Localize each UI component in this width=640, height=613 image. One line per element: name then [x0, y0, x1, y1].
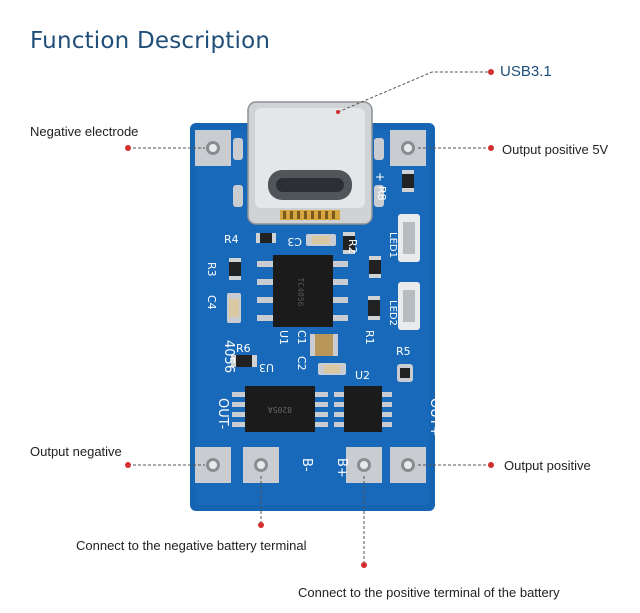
usb-c-connector — [247, 101, 373, 225]
silkscreen-labels: R8 + R4 C3 R2 R3 C4 LED1 LED2 R1 R5 U1 C… — [205, 172, 442, 478]
chip-u1: TC4056 — [257, 255, 348, 327]
svg-text:LED2: LED2 — [387, 300, 398, 326]
svg-text:U3: U3 — [259, 361, 274, 374]
svg-text:R6: R6 — [236, 342, 251, 355]
svg-text:B+: B+ — [334, 458, 349, 478]
svg-text:C1: C1 — [295, 330, 308, 345]
chip-u3: 8205A — [232, 386, 328, 432]
svg-text:OUT-: OUT- — [215, 398, 230, 429]
svg-text:R1: R1 — [363, 330, 376, 345]
pad-output-positive-5v — [390, 130, 426, 166]
svg-text:C3: C3 — [287, 235, 302, 248]
svg-text:+: + — [373, 172, 387, 182]
pad-out-plus — [390, 447, 426, 483]
svg-text:OUT+: OUT+ — [427, 398, 442, 437]
svg-text:C2: C2 — [295, 356, 308, 371]
leader-dots — [125, 69, 494, 568]
svg-text:8205A: 8205A — [268, 405, 292, 414]
svg-text:U1: U1 — [277, 330, 290, 345]
chip-u2 — [334, 386, 392, 432]
pad-negative-electrode — [195, 130, 231, 166]
leader-lines — [128, 71, 490, 562]
label-battery-negative: Connect to the negative battery terminal — [76, 538, 307, 553]
svg-text:R2: R2 — [346, 239, 359, 254]
label-output-positive: Output positive — [504, 458, 591, 473]
svg-text:B-: B- — [299, 458, 314, 472]
svg-text:R8: R8 — [375, 186, 388, 201]
svg-text:U2: U2 — [355, 369, 370, 382]
svg-text:LED1: LED1 — [387, 232, 398, 258]
svg-text:R4: R4 — [224, 233, 239, 246]
svg-text:TC4056: TC4056 — [296, 278, 305, 307]
label-usb: USB3.1 — [500, 63, 552, 80]
smd-parts — [227, 170, 414, 382]
label-output-negative: Output negative — [30, 444, 122, 459]
label-output-positive-5v: Output positive 5V — [502, 142, 609, 157]
svg-text:4056: 4056 — [221, 340, 236, 373]
led1 — [398, 214, 420, 262]
svg-text:R3: R3 — [205, 262, 218, 277]
page-title: Function Description — [30, 28, 271, 54]
svg-text:R5: R5 — [396, 345, 411, 358]
label-negative-electrode: Negative electrode — [30, 124, 139, 139]
led2 — [398, 282, 420, 330]
label-battery-positive: Connect to the positive terminal of the … — [298, 585, 560, 600]
svg-text:C4: C4 — [205, 295, 218, 310]
